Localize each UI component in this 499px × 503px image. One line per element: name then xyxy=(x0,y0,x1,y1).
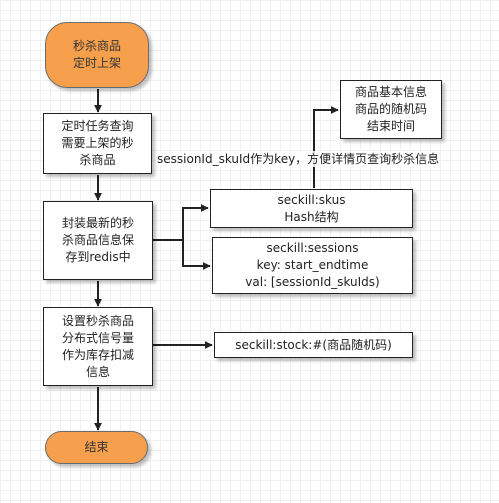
save-redis-node: 封装最新的秒 杀商品信息保 存到redis中 xyxy=(43,201,153,280)
start-node: 秒杀商品 定时上架 xyxy=(45,22,149,88)
edge-skus-to-product-info xyxy=(313,106,339,188)
product-info-node: 商品基本信息 商品的随机码 结束时间 xyxy=(340,80,442,139)
end-node: 结束 xyxy=(45,431,148,464)
skus-node: seckill:skus Hash结构 xyxy=(210,189,413,228)
edge-label-session-key: sessionId_skuId作为key，方便详情页查询秒杀信息 xyxy=(157,151,440,167)
sessions-node: seckill:sessions key: start_endtime val:… xyxy=(212,237,413,294)
edge-save-to-sessions xyxy=(182,240,211,270)
edge-save-to-skus xyxy=(153,204,209,241)
query-task-node: 定时任务查询 需要上架的秒 杀商品 xyxy=(43,113,152,174)
stock-node: seckill:stock:#(商品随机码) xyxy=(214,332,413,358)
semaphore-node: 设置秒杀商品 分布式信号量 作为库存扣减 信息 xyxy=(43,307,153,386)
